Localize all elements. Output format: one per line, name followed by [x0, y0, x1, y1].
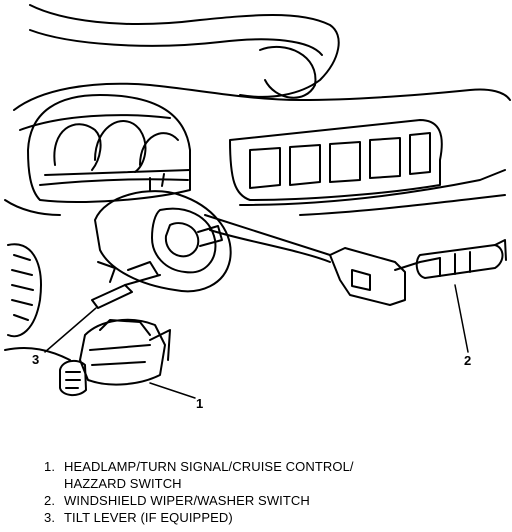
legend-line: WINDSHIELD WIPER/WASHER SWITCH [64, 493, 310, 508]
center-vents [229, 119, 506, 216]
dashboard-shroud [13, 4, 511, 131]
legend-text: TILT LEVER (IF EQUIPPED) [64, 509, 484, 526]
legend-line: TILT LEVER (IF EQUIPPED) [64, 510, 233, 525]
legend-number: 1. [44, 459, 56, 474]
callout-3: 3 [32, 352, 40, 367]
steering-column [94, 173, 331, 293]
callout-1: 1 [196, 396, 204, 411]
callout-2: 2 [464, 353, 472, 368]
leader-lines [44, 284, 469, 399]
instrument-cluster [27, 94, 191, 203]
legend-number: 2. [44, 493, 56, 508]
left-dash-panel [4, 199, 71, 361]
legend: 1. HEADLAMP/TURN SIGNAL/CRUISE CONTROL/ … [44, 458, 484, 526]
headlamp-turn-signal-switch [59, 318, 171, 396]
legend-line: HAZZARD SWITCH [64, 476, 182, 491]
legend-text: HEADLAMP/TURN SIGNAL/CRUISE CONTROL/ HAZ… [64, 458, 484, 492]
legend-line: HEADLAMP/TURN SIGNAL/CRUISE CONTROL/ [64, 459, 354, 474]
legend-item: 3. TILT LEVER (IF EQUIPPED) [44, 509, 484, 526]
legend-number: 3. [44, 510, 56, 525]
legend-text: WINDSHIELD WIPER/WASHER SWITCH [64, 492, 484, 509]
wiper-washer-switch [329, 239, 507, 306]
tilt-lever [91, 261, 161, 309]
legend-item: 1. HEADLAMP/TURN SIGNAL/CRUISE CONTROL/ … [44, 458, 484, 492]
dashboard-illustration [4, 4, 511, 399]
legend-item: 2. WINDSHIELD WIPER/WASHER SWITCH [44, 492, 484, 509]
